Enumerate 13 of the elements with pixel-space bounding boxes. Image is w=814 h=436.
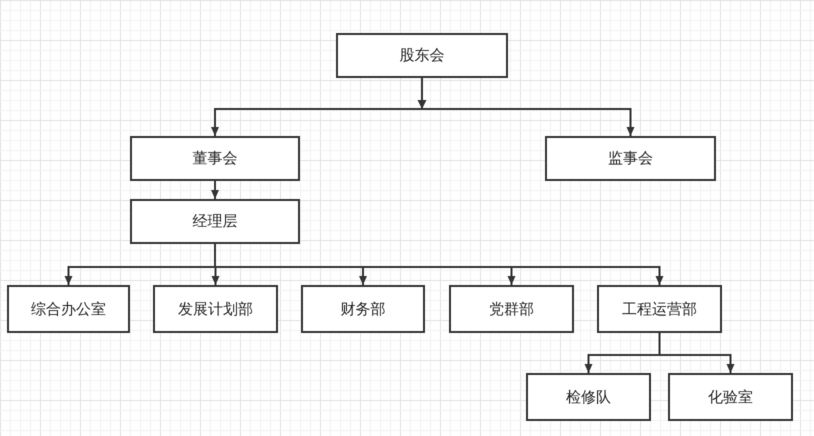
org-box: 监事会 xyxy=(545,136,716,181)
org-box: 财务部 xyxy=(301,285,425,333)
connector-arrow xyxy=(658,333,734,373)
connector-arrow xyxy=(211,181,219,199)
org-box: 工程运营部 xyxy=(597,285,722,333)
org-box: 经理层 xyxy=(130,199,300,244)
org-box: 检修队 xyxy=(526,373,651,421)
org-box: 股东会 xyxy=(336,33,508,78)
org-box: 化验室 xyxy=(668,373,793,421)
org-box: 党群部 xyxy=(449,285,574,333)
org-box: 发展计划部 xyxy=(153,285,278,333)
org-box: 综合办公室 xyxy=(7,285,130,333)
org-box: 董事会 xyxy=(130,136,300,181)
